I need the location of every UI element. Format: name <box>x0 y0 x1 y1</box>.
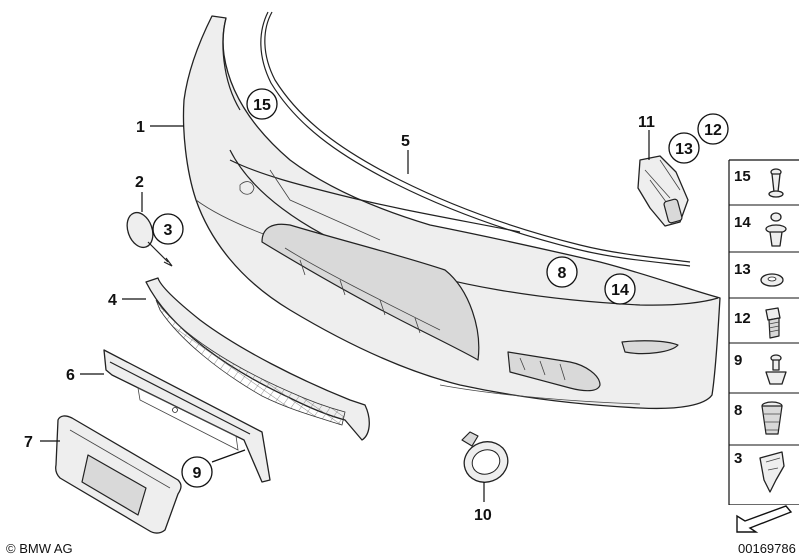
parts-legend: 15 14 13 12 9 8 3 <box>728 159 799 540</box>
leader-lines <box>40 125 650 502</box>
callout-5: 5 <box>401 133 410 150</box>
callout-7: 7 <box>24 434 33 451</box>
legend-label-13: 13 <box>734 261 751 278</box>
callout-circle-15: 15 <box>246 88 278 120</box>
callout-14: 14 <box>611 282 629 299</box>
bolt-icon <box>765 307 781 339</box>
grommet-icon <box>761 401 783 435</box>
callout-9: 9 <box>193 465 202 482</box>
callout-circle-14: 14 <box>604 273 636 305</box>
copyright-text: © BMW AG <box>6 541 73 556</box>
legend-label-12: 12 <box>734 310 751 327</box>
callout-15: 15 <box>253 97 271 114</box>
push-clip-icon <box>765 354 787 385</box>
legend-label-14: 14 <box>734 214 751 231</box>
legend-label-15: 15 <box>734 168 751 185</box>
callout-4: 4 <box>108 292 117 309</box>
license-plate-carrier <box>54 415 182 534</box>
callout-circle-3: 3 <box>152 213 184 245</box>
legend-label-8: 8 <box>734 402 742 419</box>
side-bracket <box>637 155 689 227</box>
washer-icon <box>760 273 784 287</box>
callout-12: 12 <box>704 122 722 139</box>
rivet-pin-icon <box>768 168 784 198</box>
callout-3: 3 <box>164 222 173 239</box>
callout-11: 11 <box>638 114 655 131</box>
spring-clip-icon <box>759 451 785 493</box>
legend-label-3: 3 <box>734 450 742 467</box>
front-bumper-cover <box>182 15 721 410</box>
center-grille <box>145 277 370 441</box>
callout-circle-9: 9 <box>181 456 213 488</box>
callout-13: 13 <box>675 141 693 158</box>
legend-label-9: 9 <box>734 352 742 369</box>
callout-2: 2 <box>135 174 144 191</box>
callout-circle-12: 12 <box>697 113 729 145</box>
fog-light-trim-ring <box>461 431 509 483</box>
callout-circle-13: 13 <box>668 132 700 164</box>
callout-circle-8: 8 <box>546 256 578 288</box>
tow-hook-cover <box>126 211 173 267</box>
diagram-number: 00169786 <box>738 541 796 556</box>
callout-6: 6 <box>66 367 75 384</box>
callout-8: 8 <box>558 265 567 282</box>
expanding-rivet-icon <box>765 212 787 247</box>
bumper-seal-strip <box>260 11 691 267</box>
callout-1: 1 <box>136 119 145 136</box>
license-plate-base <box>103 349 271 483</box>
direction-arrow-icon <box>729 505 799 540</box>
callout-10: 10 <box>474 507 492 524</box>
